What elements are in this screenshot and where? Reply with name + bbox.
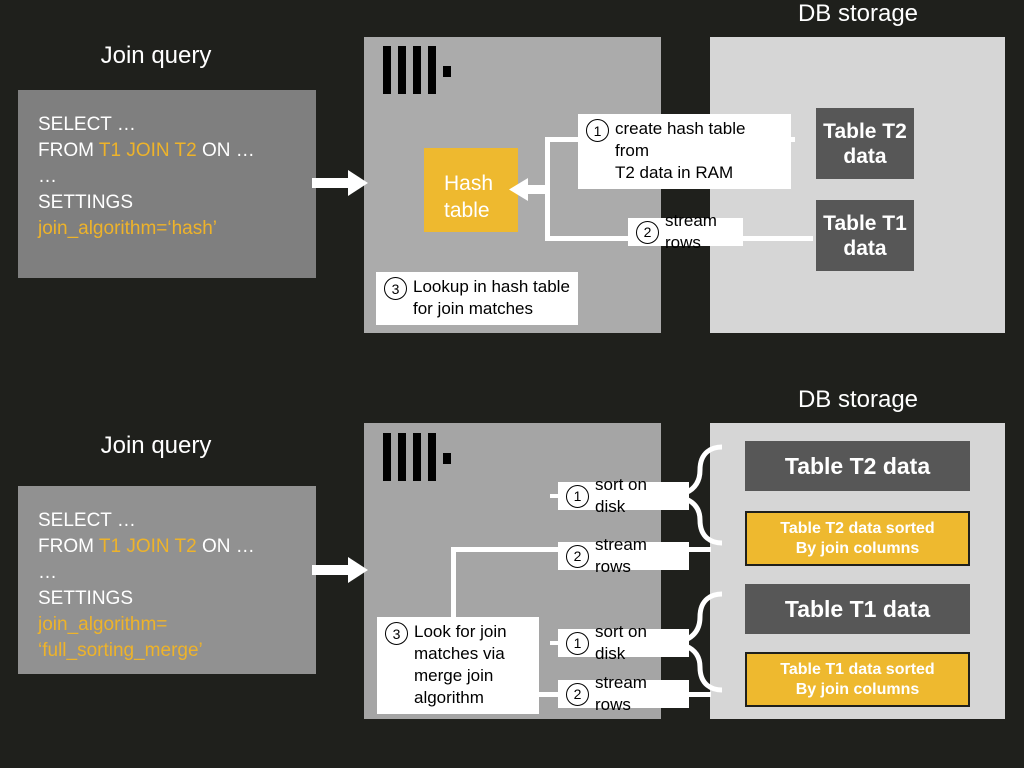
merge-query-line-3: … — [38, 562, 57, 583]
merge-query-line-6: ‘full_sorting_merge’ — [38, 640, 203, 661]
hash-db-storage-title: DB storage — [797, 0, 919, 27]
hash-step-2-callout: 2 stream rows — [628, 211, 743, 252]
merge-step-2a-callout: 2 stream rows — [558, 535, 689, 576]
merge-query-line-2-tables: T1 JOIN T2 — [98, 536, 197, 557]
merge-table-t1-sorted: Table T1 data sorted By join columns — [745, 652, 970, 707]
merge-step-1b-callout: 1 sort on disk — [558, 622, 689, 663]
merge-step-1a-text: sort on disk — [595, 474, 647, 516]
merge-step-2b-callout: 2 stream rows — [558, 673, 689, 714]
hash-table-t1-data: Table T1 data — [816, 200, 914, 271]
hash-query-line-2-on: ON … — [196, 140, 255, 161]
hash-step-1-text: create hash table from T2 data in RAM — [615, 119, 746, 182]
merge-query-line-1: SELECT … — [38, 510, 136, 531]
hash-step-1-callout: 1 create hash table from T2 data in RAM — [578, 114, 791, 189]
hash-query-line-2-from: FROM — [38, 140, 99, 161]
hash-step-3-callout: 3 Lookup in hash table for join matches — [376, 272, 578, 325]
merge-query-line-4: SETTINGS — [38, 588, 134, 609]
merge-query-to-server-arrow — [312, 557, 368, 583]
hash-table-t2-data: Table T2 data — [816, 108, 914, 179]
merge-step-1a-number: 1 — [566, 484, 589, 508]
hash-step-1-number: 1 — [586, 119, 609, 142]
hash-join-query-title: Join query — [100, 42, 212, 69]
merge-query-line-2: FROM T1 JOIN T2 ON … — [38, 534, 296, 560]
hash-table-block: Hash table — [424, 148, 518, 232]
hash-query-line-3: … — [38, 166, 57, 187]
merge-step-1b-text: sort on disk — [595, 621, 647, 663]
merge-step-1a-callout: 1 sort on disk — [558, 475, 689, 516]
hash-query-line-4: SETTINGS — [38, 192, 134, 213]
clickhouse-logo-icon — [383, 46, 453, 94]
hash-query-line-1: SELECT … — [38, 114, 136, 135]
merge-query-line-5: join_algorithm= — [38, 614, 168, 635]
hash-step-2-text: stream rows — [665, 210, 717, 252]
merge-query-line-2-from: FROM — [38, 536, 99, 557]
merge-step-2a-number: 2 — [566, 544, 589, 568]
merge-step-3-callout: 3 Look for join matches via merge join a… — [377, 617, 539, 714]
merge-step-3-number: 3 — [385, 622, 408, 645]
clickhouse-logo-icon-2 — [383, 433, 453, 481]
hash-query-box: SELECT … FROM T1 JOIN T2 ON … … SETTINGS… — [18, 90, 316, 278]
merge-step-2b-number: 2 — [566, 682, 589, 706]
hash-query-to-server-arrow — [312, 170, 368, 196]
merge-table-t1-data: Table T1 data — [745, 584, 970, 634]
merge-step-2a-text: stream rows — [595, 534, 647, 576]
merge-table-t2-data: Table T2 data — [745, 441, 970, 491]
merge-step-3-text: Look for join matches via merge join alg… — [414, 622, 507, 707]
merge-db-storage-title: DB storage — [797, 386, 919, 413]
hash-query-line-2: FROM T1 JOIN T2 ON … — [38, 138, 296, 164]
merge-table-t2-sorted: Table T2 data sorted By join columns — [745, 511, 970, 566]
hash-table-line-2: table — [444, 199, 490, 222]
hash-query-line-5: join_algorithm=‘hash’ — [38, 218, 218, 239]
merge-join-query-title: Join query — [100, 432, 212, 459]
hash-connector-vertical — [545, 137, 550, 241]
hash-table-line-1: Hash — [444, 172, 494, 195]
merge-step-2b-text: stream rows — [595, 672, 647, 714]
merge-query-line-2-on: ON … — [196, 536, 255, 557]
merge-query-box: SELECT … FROM T1 JOIN T2 ON … … SETTINGS… — [18, 486, 316, 674]
hash-query-line-2-tables: T1 JOIN T2 — [98, 140, 197, 161]
hash-step-3-text: Lookup in hash table for join matches — [413, 277, 570, 318]
hash-step-2-number: 2 — [636, 220, 659, 244]
merge-step-1b-number: 1 — [566, 631, 589, 655]
hash-step-3-number: 3 — [384, 277, 407, 300]
